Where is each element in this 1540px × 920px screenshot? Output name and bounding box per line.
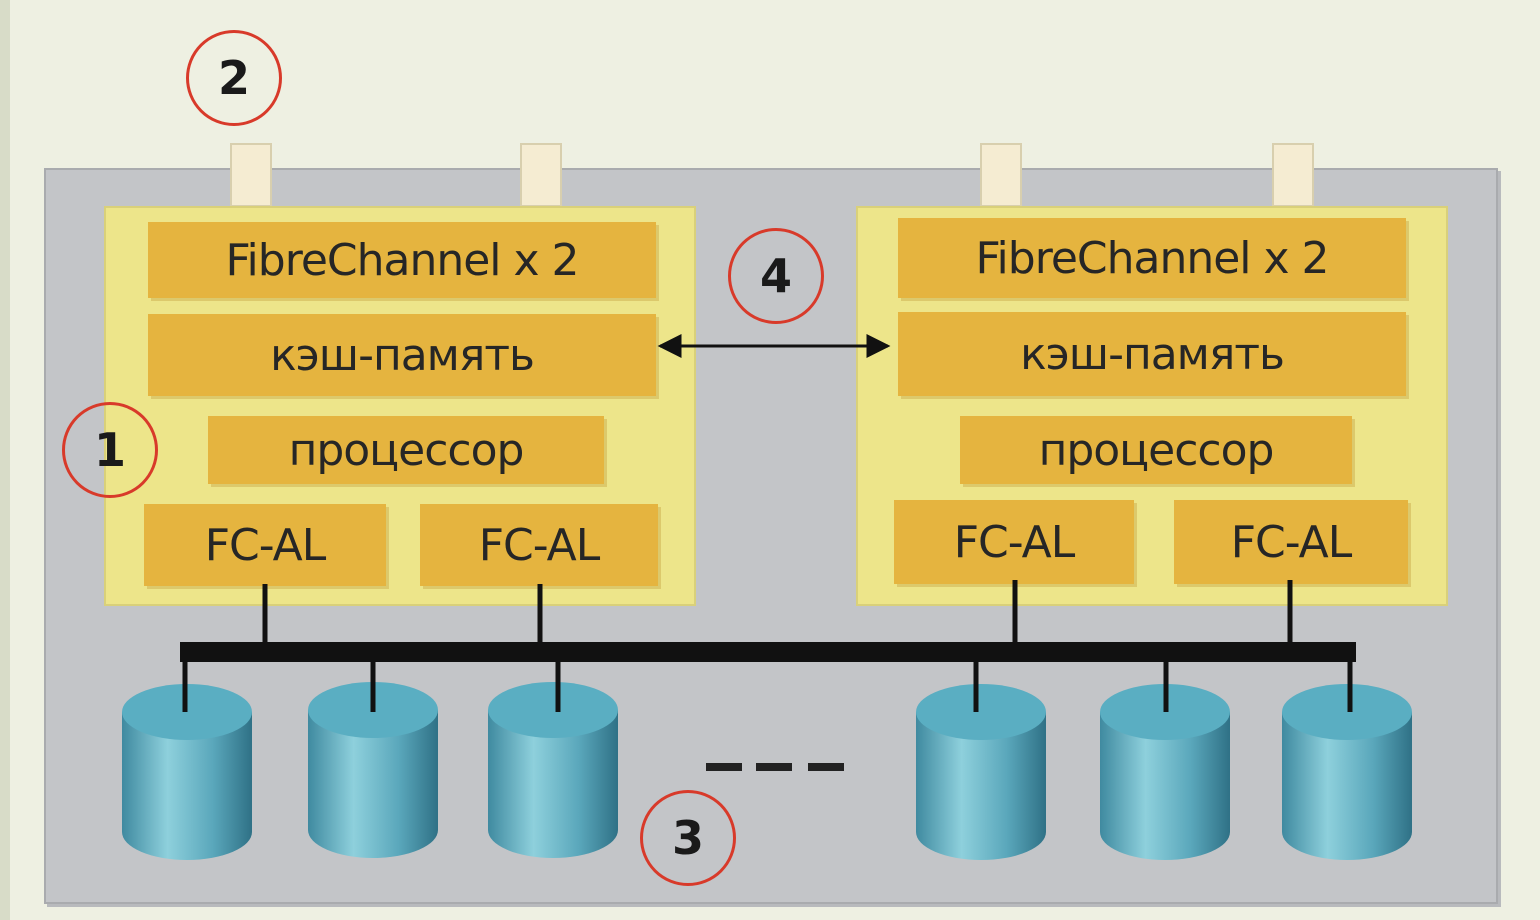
cache-memory-block: кэш-память <box>148 314 656 396</box>
cache-memory-block: кэш-память <box>898 312 1406 396</box>
fc-al-block: FC-AL <box>144 504 386 586</box>
decorative-line <box>0 0 10 920</box>
fc-al-bus <box>180 642 1356 662</box>
disk <box>488 660 618 858</box>
fc-al-block: FC-AL <box>420 504 658 586</box>
processor-block: процессор <box>208 416 604 484</box>
callout-4: 4 <box>728 228 824 324</box>
disk <box>916 660 1046 860</box>
fc-port <box>980 143 1022 207</box>
ellipsis-dashes <box>706 763 844 771</box>
callout-3: 3 <box>640 790 736 886</box>
disk <box>308 660 438 858</box>
controller-2: FibreChannel x 2 кэш-память процессор FC… <box>856 206 1448 606</box>
fibre-channel-block: FibreChannel x 2 <box>898 218 1406 298</box>
controller-1: FibreChannel x 2 кэш-память процессор FC… <box>104 206 696 606</box>
disk <box>1282 660 1412 860</box>
fibre-channel-block: FibreChannel x 2 <box>148 222 656 298</box>
disk <box>122 660 252 860</box>
disk <box>1100 660 1230 860</box>
callout-1: 1 <box>62 402 158 498</box>
callout-2: 2 <box>186 30 282 126</box>
disk-group <box>122 660 1412 860</box>
fc-al-block: FC-AL <box>1174 500 1408 584</box>
fc-al-block: FC-AL <box>894 500 1134 584</box>
processor-block: процессор <box>960 416 1352 484</box>
